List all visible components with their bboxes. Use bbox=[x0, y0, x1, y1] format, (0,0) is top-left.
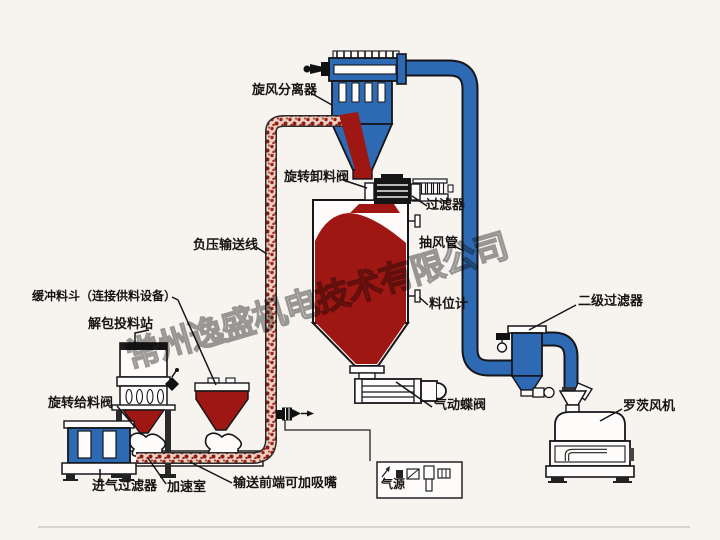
pressure-tap-icon bbox=[408, 214, 421, 228]
level-gauge-icon bbox=[408, 289, 421, 303]
silo-filter bbox=[411, 178, 454, 202]
label-acceleration-chamber: 加速室 bbox=[167, 480, 207, 495]
label-roots-blower: 罗茨风机 bbox=[623, 399, 676, 414]
label-filter: 过滤器 bbox=[426, 198, 466, 213]
exhaust-pipe bbox=[403, 59, 514, 377]
pneumatic-butterfly-valve bbox=[354, 378, 447, 404]
storage-silo bbox=[310, 178, 454, 404]
label-level-gauge: 料位计 bbox=[429, 297, 469, 312]
label-air-source: 气源 bbox=[381, 477, 406, 491]
label-rotary-feeding-valve: 旋转给料阀 bbox=[48, 396, 114, 411]
suction-nozzle-icon bbox=[276, 407, 314, 421]
label-pneumatic-butterfly-valve: 气动蝶阀 bbox=[434, 398, 487, 413]
label-air-intake-filter: 进气过滤器 bbox=[92, 479, 158, 494]
label-negative-pressure-line: 负压输送线 bbox=[193, 238, 259, 253]
pneumatic-components-icon bbox=[381, 465, 451, 492]
label-cyclone-separator: 旋风分离器 bbox=[252, 83, 318, 98]
secondary-filter-outlet-pipe bbox=[540, 331, 579, 393]
label-unpacking-station: 解包投料站 bbox=[88, 317, 154, 332]
rotary-discharge-valve bbox=[364, 174, 421, 204]
silo-material bbox=[315, 213, 406, 364]
label-secondary-filter: 二级过滤器 bbox=[578, 294, 644, 309]
roots-blower bbox=[545, 382, 635, 483]
station-valve-icon bbox=[165, 368, 179, 391]
buffer-hopper bbox=[194, 377, 250, 458]
relief-valve-icon bbox=[303, 62, 330, 76]
air-source-unit bbox=[376, 461, 463, 499]
air-intake-filter bbox=[61, 420, 137, 481]
label-buffer-hopper: 缓冲料斗（连接供料设备） bbox=[32, 289, 177, 303]
negative-pressure-line bbox=[136, 115, 346, 464]
label-exhaust-pipe: 抽风管 bbox=[419, 236, 459, 251]
leader-lines bbox=[99, 91, 623, 485]
ball-valve-icon bbox=[496, 333, 510, 353]
label-front-end-nozzle-note: 输送前端可加吸嘴 bbox=[233, 476, 338, 491]
air-control-line bbox=[284, 419, 371, 461]
material-stream bbox=[339, 112, 400, 213]
label-rotary-discharge-valve: 旋转卸料阀 bbox=[284, 170, 350, 185]
secondary-filter bbox=[496, 325, 555, 399]
